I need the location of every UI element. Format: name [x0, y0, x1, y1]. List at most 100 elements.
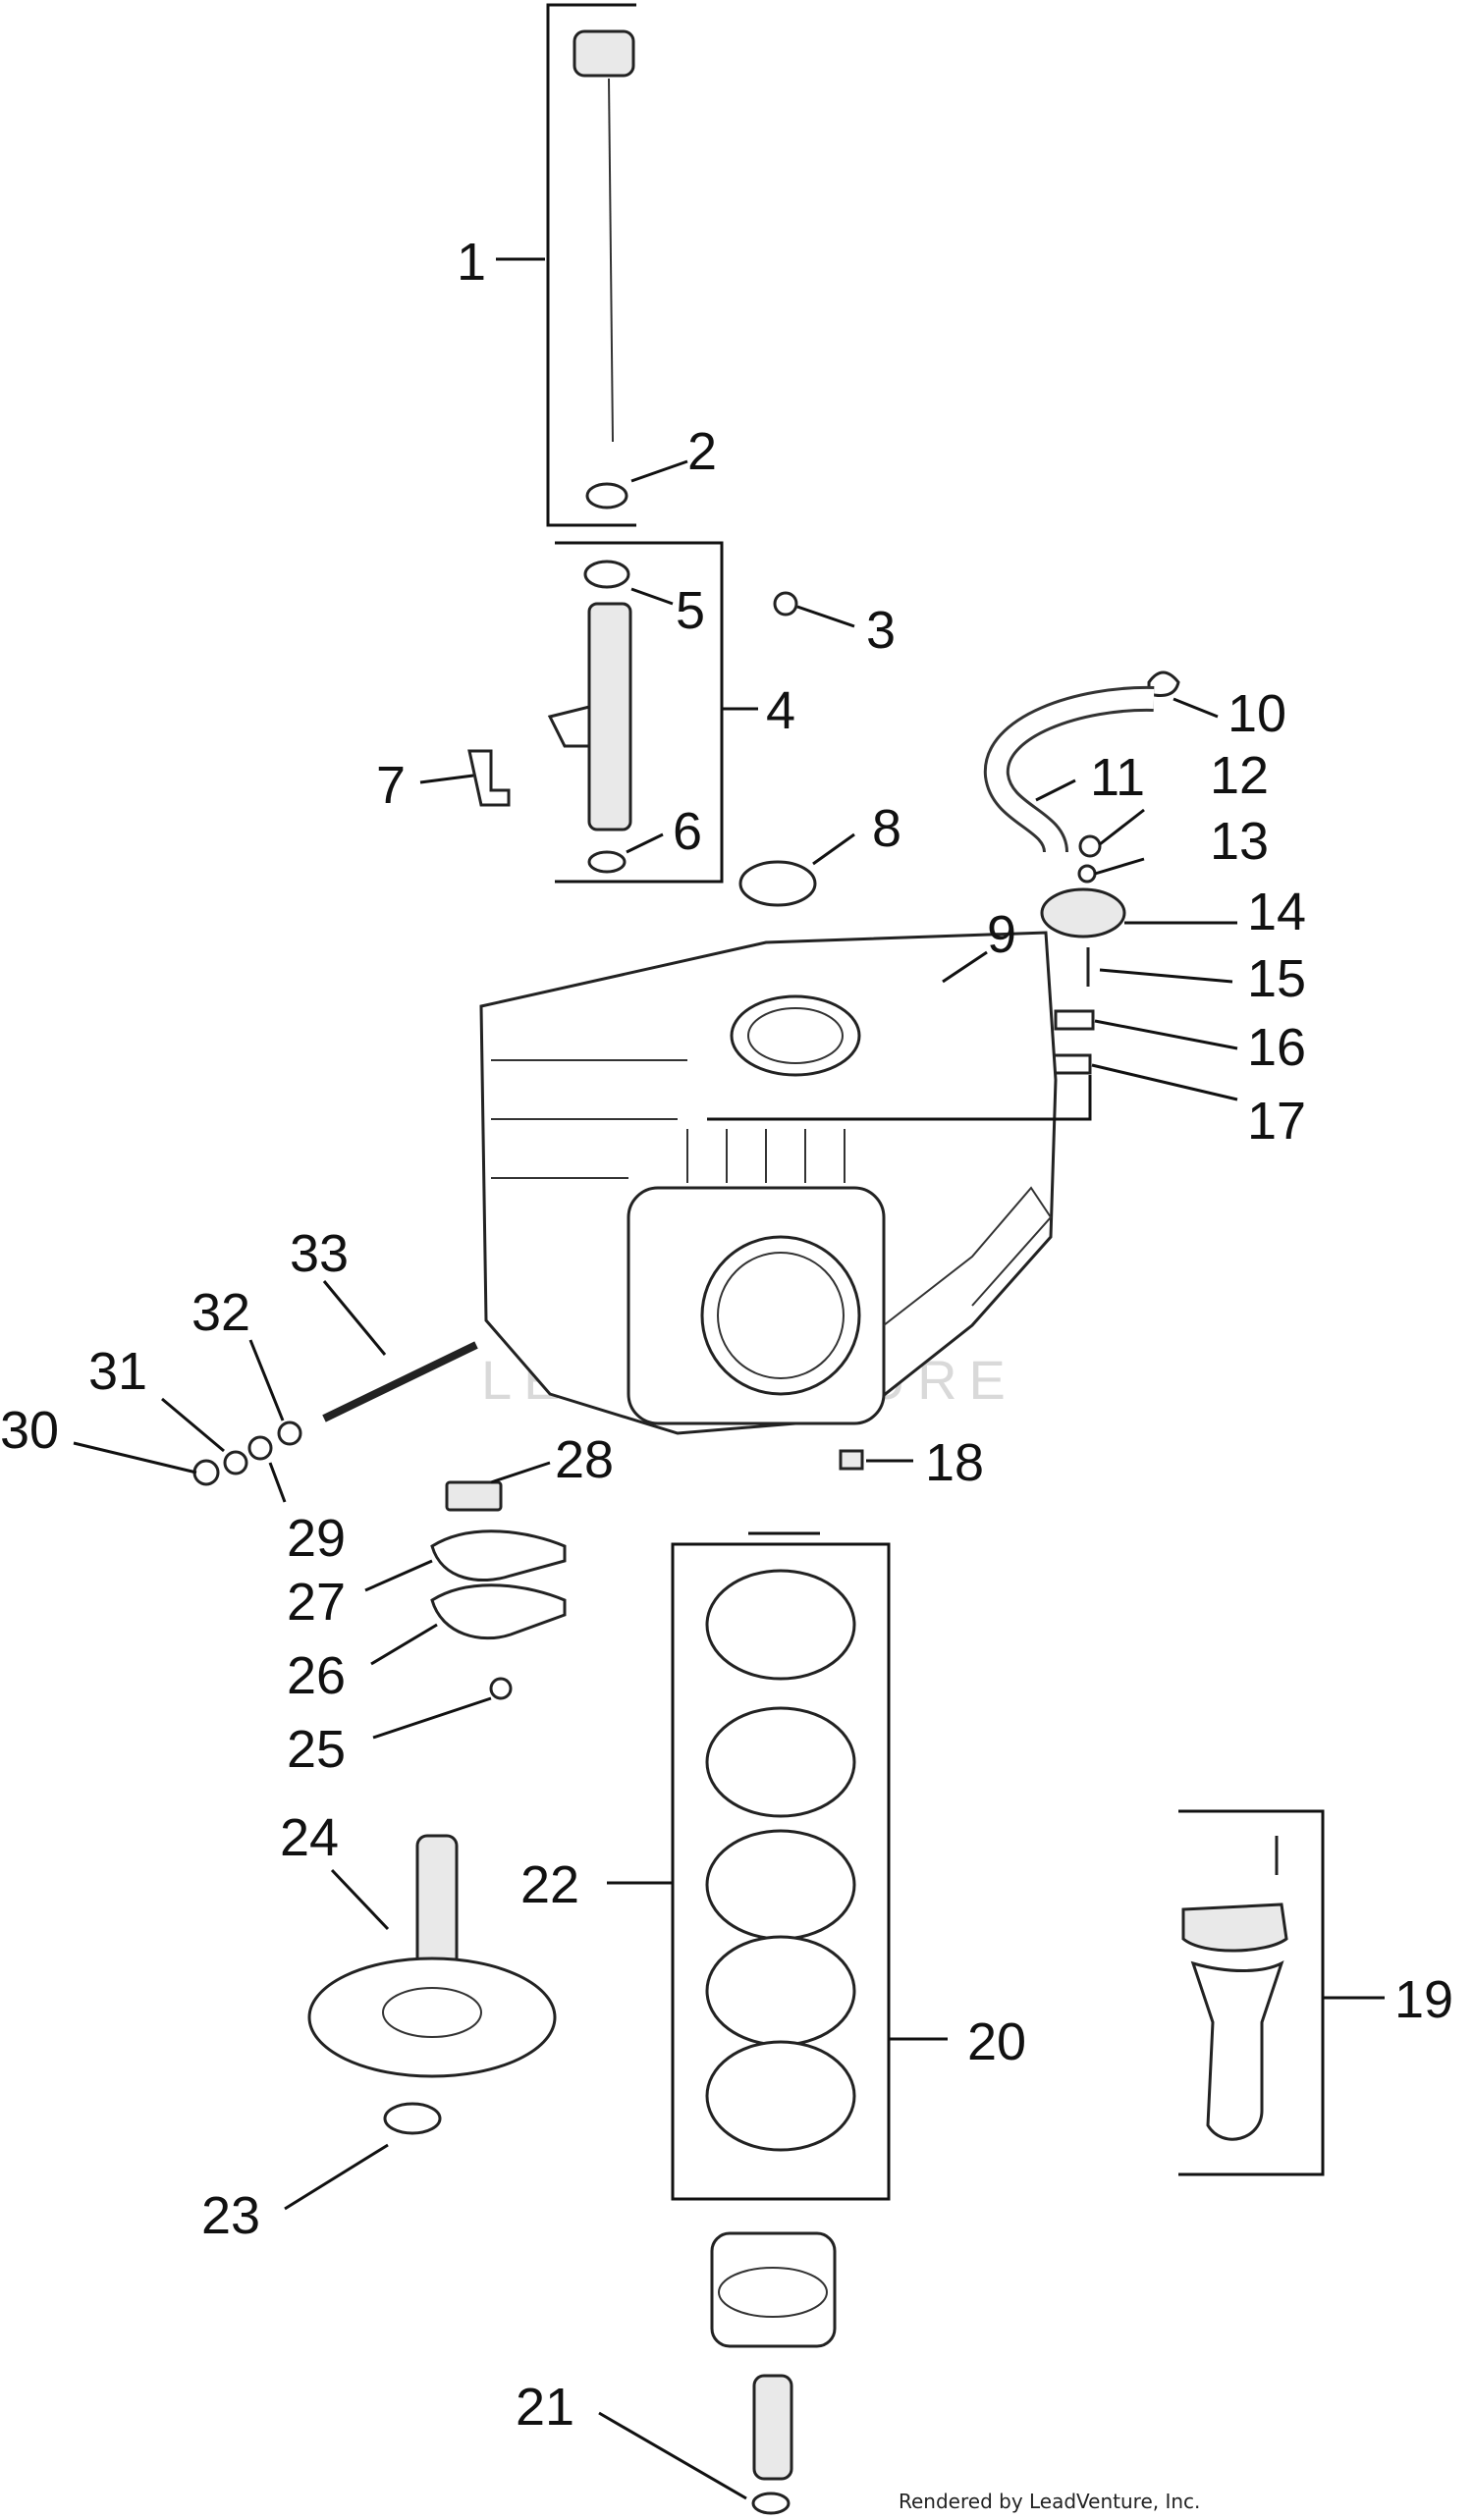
callout-10: 10: [1228, 684, 1286, 743]
leader-17: [1091, 1063, 1238, 1101]
tube-clip: [547, 705, 591, 748]
leader-8: [812, 832, 855, 866]
leader-30: [73, 1441, 197, 1474]
bolt-25: [489, 1677, 513, 1700]
leader-27: [364, 1559, 433, 1592]
bracket-4: [555, 541, 724, 884]
weight-26: [430, 1583, 567, 1640]
leader-21: [598, 2411, 747, 2500]
plug-18: [839, 1449, 864, 1471]
camshaft-assembly: [307, 1834, 557, 2135]
callout-3: 3: [866, 601, 896, 660]
ring-3: [705, 1829, 856, 1941]
grommet-12: [1078, 834, 1102, 858]
callout-30: 30: [0, 1401, 59, 1460]
seal-8: [738, 860, 817, 907]
leader-26: [370, 1623, 438, 1666]
ring-1: [705, 1569, 856, 1681]
callout-1: 1: [457, 233, 486, 292]
callout-12: 12: [1210, 746, 1269, 805]
leader-16: [1094, 1019, 1238, 1050]
breather-cover-14: [1040, 887, 1126, 938]
bracket-20: [671, 1542, 891, 2201]
callout-17: 17: [1247, 1092, 1306, 1151]
washer-32: [277, 1421, 302, 1446]
crankcase-body: [479, 931, 1058, 1435]
callout-11: 11: [1090, 748, 1145, 807]
callout-28: 28: [555, 1430, 614, 1489]
tube-oring-top: [583, 560, 630, 589]
leader-28: [490, 1461, 551, 1484]
fill-tube: [587, 602, 632, 831]
callout-labels: 1 2 3 4 5 6 7 8 9 10 11 12 13 14 15 16 1…: [0, 233, 1453, 2437]
leader-lines: [73, 257, 1385, 2500]
leader-31: [161, 1397, 225, 1453]
callout-8: 8: [872, 799, 901, 858]
callout-21: 21: [516, 2378, 574, 2437]
fill-tube-assembly: [547, 541, 724, 884]
callout-20: 20: [967, 2012, 1026, 2071]
cylinder-bore: [700, 1235, 861, 1396]
callout-26: 26: [287, 1646, 346, 1705]
screw-3: [773, 591, 798, 617]
pin-clip: [751, 2492, 791, 2515]
leader-32: [248, 1339, 285, 1421]
cam-gear: [307, 1957, 557, 2078]
callout-13: 13: [1210, 812, 1269, 871]
leader-10: [1173, 697, 1219, 719]
callout-5: 5: [676, 581, 705, 640]
leader-11: [1035, 778, 1076, 802]
leader-2: [630, 459, 688, 483]
callout-15: 15: [1247, 949, 1306, 1008]
callout-18: 18: [925, 1433, 984, 1492]
callout-27: 27: [287, 1573, 346, 1632]
wrist-pin: [752, 2374, 793, 2481]
leader-17-bracket: [707, 1075, 1092, 1121]
connecting-rod-assembly: [1178, 1809, 1325, 2176]
callout-7: 7: [376, 756, 406, 815]
leader-33: [322, 1280, 387, 1356]
leader-6: [626, 832, 664, 854]
crankcase-block: [479, 931, 1058, 1435]
cylinder-bore-top-inner: [747, 1007, 844, 1064]
callout-32: 32: [191, 1283, 250, 1342]
dipstick-rod: [608, 78, 614, 443]
reed-17: [1051, 1053, 1092, 1075]
leader-7: [419, 774, 474, 784]
filter-16: [1054, 1009, 1095, 1031]
leader-24: [330, 1868, 390, 1931]
tube-oring-bottom: [587, 850, 627, 874]
leader-15: [1099, 968, 1233, 984]
callout-31: 31: [88, 1342, 147, 1401]
callout-29: 29: [287, 1509, 346, 1568]
callout-16: 16: [1247, 1018, 1306, 1077]
rod-cap: [1181, 1903, 1288, 1953]
callout-25: 25: [287, 1720, 346, 1779]
ring-4: [705, 1935, 856, 2047]
weight-27: [430, 1529, 567, 1582]
piston-assembly: [710, 2231, 837, 2515]
leader-3: [796, 605, 855, 628]
ring-5: [705, 2040, 856, 2152]
washer-31: [223, 1450, 248, 1475]
dipstick-assembly: [546, 3, 636, 527]
callout-23: 23: [201, 2186, 260, 2245]
leader-13: [1094, 857, 1145, 876]
callout-4: 4: [766, 681, 795, 740]
callout-22: 22: [520, 1855, 579, 1914]
callout-24: 24: [280, 1808, 339, 1867]
crankcase-flange: [883, 1186, 1053, 1326]
bracket-1: [546, 3, 636, 527]
callout-6: 6: [673, 802, 702, 861]
cam-gear-hub: [382, 1987, 482, 2038]
block-28: [445, 1480, 503, 1512]
leader-23: [284, 2143, 389, 2211]
hose-11-inner: [986, 688, 1155, 854]
piston: [710, 2231, 837, 2348]
ring-set-assembly: [671, 1531, 891, 2201]
clip-7: [467, 749, 511, 807]
governor-shaft-33: [322, 1341, 478, 1422]
leader-12: [1099, 808, 1145, 846]
washer-29: [247, 1435, 273, 1461]
